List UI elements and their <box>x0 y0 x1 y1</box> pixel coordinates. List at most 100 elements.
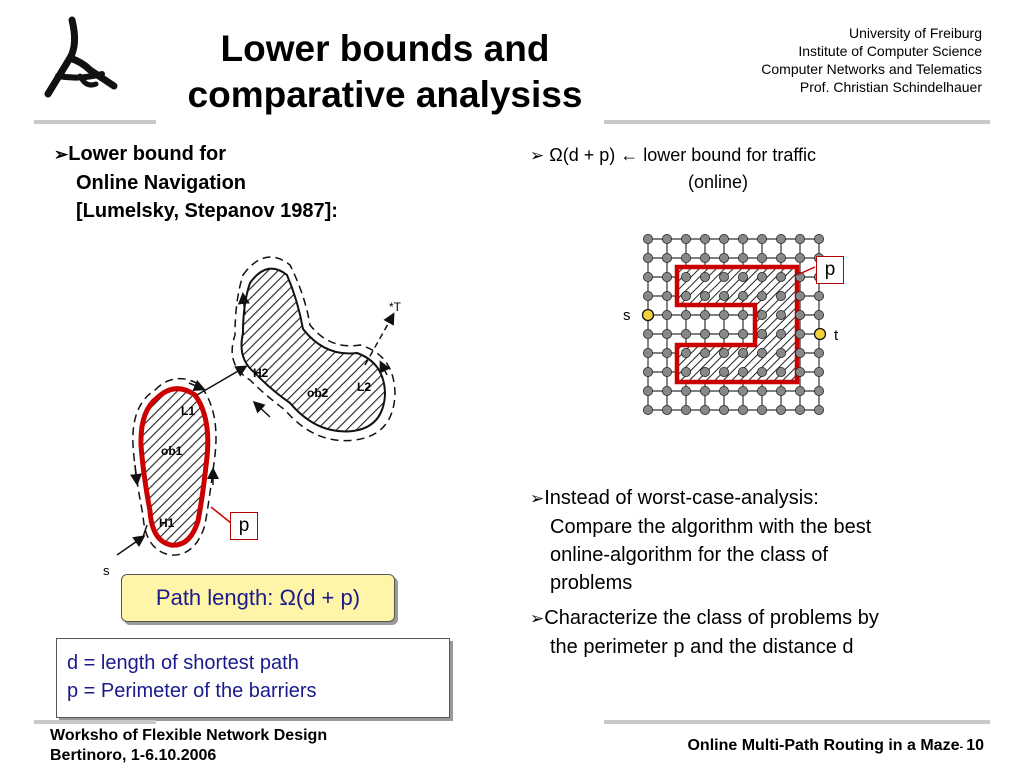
grid-node <box>738 329 749 340</box>
header-rule-right <box>604 120 990 124</box>
grid-node <box>662 291 673 302</box>
grid-node <box>756 348 767 359</box>
footer-left: Worksho of Flexible Network Design Berti… <box>50 726 327 766</box>
header-rule-left <box>34 120 156 124</box>
grid-p-leader <box>796 266 816 276</box>
grid-node <box>775 404 786 415</box>
grid-node <box>756 272 767 283</box>
grid-node <box>642 348 653 359</box>
left-bullet-text-3: [Lumelsky, Stepanov 1987]: <box>76 200 338 222</box>
university-logo <box>30 14 130 114</box>
right-bullet-2-text-3: online-algorithm for the class of <box>550 544 828 566</box>
grid-node <box>681 310 692 321</box>
grid-node <box>700 348 711 359</box>
slide-title: Lower bounds and comparative analysiss <box>150 26 620 118</box>
left-bullet-text-1: Lower bound for <box>68 143 227 165</box>
grid-node <box>662 385 673 396</box>
ob2-barrier <box>240 267 387 433</box>
left-bullet-text-2: Online Navigation <box>76 172 247 194</box>
grid-node <box>719 329 730 340</box>
navigation-figure: *T H2 ob2 L2 L1 ob1 H1 s <box>103 256 402 578</box>
source-label: s <box>103 563 110 578</box>
right-bullet-2-text-2: Compare the algorithm with the best <box>550 516 872 538</box>
ob2-right-arrow <box>379 360 391 376</box>
grid-node <box>775 291 786 302</box>
ob2-dashed-outline <box>231 256 396 442</box>
grid-node <box>719 348 730 359</box>
grid-node <box>775 366 786 377</box>
ob1-dashed-outline <box>132 377 217 556</box>
institution-line: University of Freiburg <box>848 25 982 41</box>
maze-barrier <box>674 264 800 385</box>
grid-node <box>700 366 711 377</box>
maze-grid-figure: s t <box>623 233 839 415</box>
grid-node <box>719 291 730 302</box>
grid-node <box>794 291 805 302</box>
grid-node <box>738 233 749 244</box>
institution-line: Prof. Christian Schindelhauer <box>799 79 982 95</box>
perimeter-label-right: p <box>816 256 844 284</box>
grid-node <box>775 310 786 321</box>
grid-node <box>662 404 673 415</box>
path-length-text: Path length: Ω(d + p) <box>155 585 361 610</box>
right-bullet-1-text: Ω(d + p) ← lower bound for traffic <box>549 145 817 165</box>
grid-node <box>719 366 730 377</box>
bullet-arrow-icon: ➢ <box>530 609 545 628</box>
grid-node <box>794 385 805 396</box>
grid-node <box>662 366 673 377</box>
left-bullet: ➢Lower bound for Online Navigation [Lume… <box>54 140 434 225</box>
grid-node <box>681 233 692 244</box>
bullet-arrow-icon: ➢ <box>54 145 69 164</box>
grid-node <box>662 272 673 283</box>
grid-node <box>662 252 673 263</box>
grid-node <box>813 385 824 396</box>
grid-node <box>719 272 730 283</box>
grid-node <box>794 233 805 244</box>
grid-node <box>775 329 786 340</box>
footer-rule-left <box>34 720 156 724</box>
grid-node <box>813 233 824 244</box>
l2-label: L2 <box>357 380 371 394</box>
definition-p: p = Perimeter of the barriers <box>67 680 317 702</box>
grid-node <box>662 310 673 321</box>
grid-node <box>794 310 805 321</box>
grid-node <box>775 272 786 283</box>
grid-node <box>794 252 805 263</box>
path-length-box: Path length: Ω(d + p) <box>121 574 395 622</box>
grid-node <box>738 310 749 321</box>
grid-node <box>681 329 692 340</box>
grid-node <box>719 310 730 321</box>
grid-node <box>813 404 824 415</box>
bullet-arrow-icon: ➢ <box>530 489 545 508</box>
grid-node <box>642 233 653 244</box>
grid-nodes <box>642 233 824 415</box>
grid-node <box>700 272 711 283</box>
grid-node <box>700 252 711 263</box>
grid-target-label: t <box>834 327 839 344</box>
grid-node <box>813 291 824 302</box>
grid-node <box>794 366 805 377</box>
ob2-label: ob2 <box>307 386 329 400</box>
grid-node <box>813 348 824 359</box>
left-bullet-line-1: ➢Lower bound for <box>54 140 434 169</box>
grid-node <box>719 252 730 263</box>
grid-node <box>642 366 653 377</box>
title-line-2: comparative analysiss <box>187 74 583 115</box>
h2-label: H2 <box>253 366 269 380</box>
grid-node <box>700 385 711 396</box>
footer-page-sep: - <box>959 741 967 753</box>
ob1-left-arrow <box>130 464 142 486</box>
grid-node <box>756 310 767 321</box>
grid-node <box>756 366 767 377</box>
footer-right: Online Multi-Path Routing in a Maze- 10 <box>687 736 984 757</box>
grid-node <box>662 348 673 359</box>
grid-node <box>756 233 767 244</box>
grid-node <box>642 272 653 283</box>
perimeter-label-left: p <box>230 512 258 540</box>
grid-node <box>700 329 711 340</box>
right-bullet-2-line-1: ➢Instead of worst-case-analysis: <box>530 484 990 513</box>
footer-rule-right <box>604 720 990 724</box>
right-bullet-1-line-1: ➢ Ω(d + p) ← lower bound for traffic <box>530 142 990 169</box>
bullet-arrow-icon: ➢ <box>530 146 545 165</box>
grid-node <box>756 291 767 302</box>
